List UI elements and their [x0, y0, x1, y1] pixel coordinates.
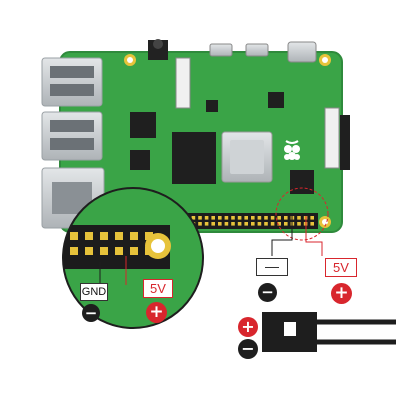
plus-icon: +: [238, 317, 258, 337]
gpio-pin: [297, 216, 301, 220]
minus-icon: −: [258, 283, 277, 302]
minus-icon: −: [82, 304, 100, 322]
gpio-pin: [264, 216, 268, 220]
zoom-gpio-pin: [145, 232, 153, 240]
gpio-pin: [198, 222, 202, 226]
gpio-pin: [231, 222, 235, 226]
zoom-gpio-pin: [130, 247, 138, 255]
gpio-pin: [224, 222, 229, 226]
gpio-pin: [198, 216, 202, 220]
zoom-gpio-pin: [85, 232, 93, 240]
gpio-pin: [257, 216, 262, 220]
gnd-line-label-board: [256, 258, 288, 276]
mounting-holes: [124, 54, 331, 228]
gpio-pin: [191, 216, 196, 220]
plus-icon: +: [146, 302, 167, 323]
five-v-label-zoom: 5V: [143, 279, 173, 298]
gpio-pin: [310, 216, 314, 220]
gpio-pin: [251, 216, 255, 220]
gpio-pin: [297, 222, 301, 226]
plus-icon: +: [331, 283, 352, 304]
gpio-pin: [251, 222, 255, 226]
raspberry-logo-icon: [284, 140, 300, 160]
chips: [130, 92, 314, 194]
gpio-pin: [257, 222, 262, 226]
gpio-pin: [270, 216, 275, 220]
gpio-pin: [284, 222, 288, 226]
five-v-label-board: 5V: [325, 258, 357, 277]
gpio-pin: [237, 222, 242, 226]
gpio-pin: [224, 216, 229, 220]
gpio-pin: [204, 222, 209, 226]
zoom-gpio-pin: [100, 232, 108, 240]
top-connectors: [148, 39, 350, 170]
gpio-pin: [277, 216, 281, 220]
zoom-gpio-pin: [115, 232, 123, 240]
connector-icon: [262, 312, 396, 352]
zoom-gpio-pin: [130, 232, 138, 240]
zoom-gpio-pin: [115, 247, 123, 255]
zoom-gpio-pin: [70, 247, 78, 255]
board-leader-lines: [271, 216, 323, 256]
gpio-pin: [244, 222, 248, 226]
gpio-pin: [284, 216, 288, 220]
gpio-pin: [218, 216, 222, 220]
minus-icon: −: [238, 339, 258, 359]
zoom-gpio-pin: [85, 247, 93, 255]
gpio-pin: [277, 222, 281, 226]
gpio-pin: [204, 216, 209, 220]
gpio-pin: [218, 222, 222, 226]
zoom-gpio-pin: [70, 232, 78, 240]
pin-highlight-circle: [275, 187, 329, 241]
usb-ports: [41, 57, 103, 161]
gpio-pin: [264, 222, 268, 226]
gpio-pin: [211, 222, 215, 226]
gpio-pin: [270, 222, 275, 226]
gnd-label: GND: [80, 283, 108, 301]
gpio-header: [182, 213, 318, 229]
gpio-pin: [310, 222, 314, 226]
gpio-pin: [244, 216, 248, 220]
gpio-pin: [231, 216, 235, 220]
zoom-leader-lines: [99, 256, 127, 285]
gpio-pin: [237, 216, 242, 220]
gpio-pin: [211, 216, 215, 220]
zoom-gpio-pin: [100, 247, 108, 255]
